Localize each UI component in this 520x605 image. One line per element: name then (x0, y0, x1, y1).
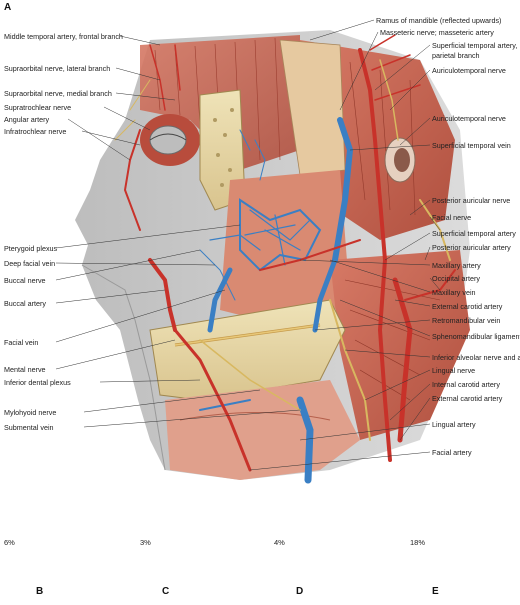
label-angular-artery: Angular artery (4, 115, 50, 124)
leader-lines (55, 19, 441, 471)
panel-letter-a: A (4, 2, 12, 13)
label-external-carotid-artery-upper: External carotid artery (432, 302, 503, 311)
panel-letter-c: C (162, 586, 170, 597)
label-maxillary-artery: Maxillary artery (432, 261, 481, 270)
label-inferior-alveolar-nerve-artery: Inferior alveolar nerve and artery (432, 353, 520, 362)
label-supraorbital-lateral: Supraorbital nerve, lateral branch (4, 64, 111, 73)
label-submental-vein: Submental vein (4, 423, 54, 432)
label-retromandibular-vein: Retromandibular vein (432, 316, 501, 325)
label-supratrochlear-nerve: Supratrochlear nerve (4, 103, 72, 112)
deep-region (220, 170, 470, 440)
label-mental-nerve: Mental nerve (4, 365, 46, 374)
label-facial-nerve: Facial nerve (432, 213, 472, 222)
label-pterygoid-plexus: Pterygoid plexus (4, 244, 58, 253)
variation-c-percent: 3% (140, 538, 151, 547)
label-mylohyoid-nerve: Mylohyoid nerve (4, 408, 57, 417)
label-maxillary-vein: Maxillary vein (432, 288, 476, 297)
label-lingual-artery: Lingual artery (432, 420, 476, 429)
label-superficial-temporal-artery-parietal: Superficial temporal artery, (432, 41, 518, 50)
label-auriculotemporal-nerve-upper: Auriculotemporal nerve (432, 66, 506, 75)
label-deep-facial-vein: Deep facial vein (4, 259, 56, 268)
panel-letter-d: D (296, 586, 304, 597)
label-lingual-nerve: Lingual nerve (432, 366, 476, 375)
variation-e-percent: 18% (410, 538, 426, 547)
label-buccal-artery: Buccal artery (4, 299, 46, 308)
label-posterior-auricular-nerve: Posterior auricular nerve (432, 196, 511, 205)
label-facial-artery: Facial artery (432, 448, 472, 457)
label-external-carotid-artery-lower: External carotid artery (432, 394, 503, 403)
label-internal-carotid-artery: Internal carotid artery (432, 380, 500, 389)
panel-letter-e: E (432, 586, 439, 597)
variation-d-percent: 4% (274, 538, 285, 547)
label-ramus-of-mandible: Ramus of mandible (reflected upwards) (376, 16, 502, 25)
variation-b-percent: 6% (4, 538, 15, 547)
label-supraorbital-medial: Supraorbital nerve, medial branch (4, 89, 112, 98)
mandible (149, 299, 346, 401)
label-middle-temporal-artery: Middle temporal artery, frontal branch (4, 32, 123, 41)
label-buccal-nerve: Buccal nerve (4, 276, 46, 285)
panel-letter-b: B (36, 586, 44, 597)
label-parietal-branch: parietal branch (432, 51, 480, 60)
label-posterior-auricular-artery: Posterior auricular artery (432, 243, 511, 252)
label-infratrochlear-nerve: Infratrochlear nerve (4, 127, 67, 136)
label-superficial-temporal-vein: Superficial temporal vein (432, 141, 511, 150)
label-superficial-temporal-artery: Superficial temporal artery (432, 229, 516, 238)
label-occipital-artery: Occipital artery (432, 274, 480, 283)
label-facial-vein: Facial vein (4, 338, 39, 347)
label-sphenomandibular-ligament: Sphenomandibular ligament (432, 332, 520, 341)
label-inferior-dental-plexus: Inferior dental plexus (4, 378, 71, 387)
ear (384, 137, 416, 183)
label-auriculotemporal-nerve-lower: Auriculotemporal nerve (432, 114, 506, 123)
orbit (140, 114, 200, 166)
label-masseteric-nerve-artery: Masseteric nerve; masseteric artery (380, 28, 494, 37)
